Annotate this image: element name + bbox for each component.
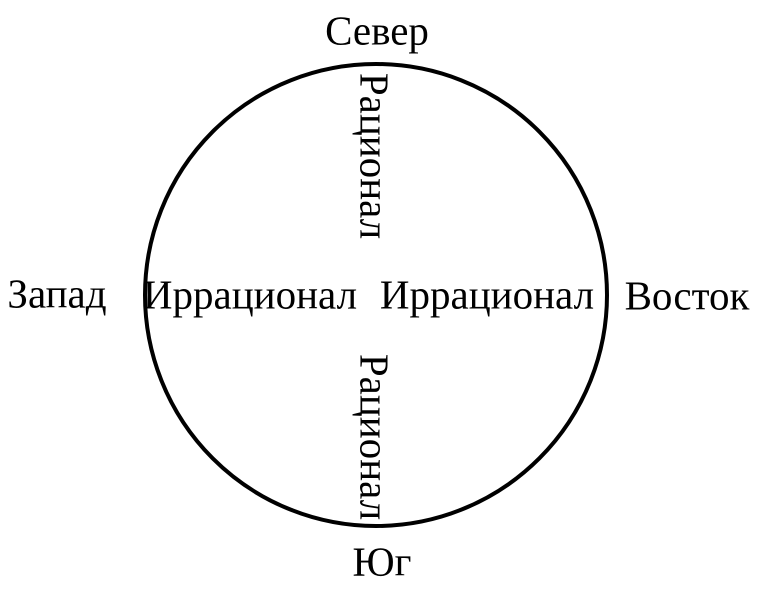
- south-label: Юг: [352, 538, 412, 585]
- east-label: Восток: [624, 272, 750, 319]
- rational-bottom-label: Рационал: [351, 353, 398, 521]
- rational-top-label: Рационал: [351, 72, 398, 240]
- irrational-left-label: Иррационал: [142, 271, 358, 318]
- north-label: Север: [325, 7, 429, 54]
- compass-circle: [143, 62, 609, 528]
- west-label: Запад: [7, 270, 107, 317]
- irrational-right-label: Иррационал: [379, 271, 595, 318]
